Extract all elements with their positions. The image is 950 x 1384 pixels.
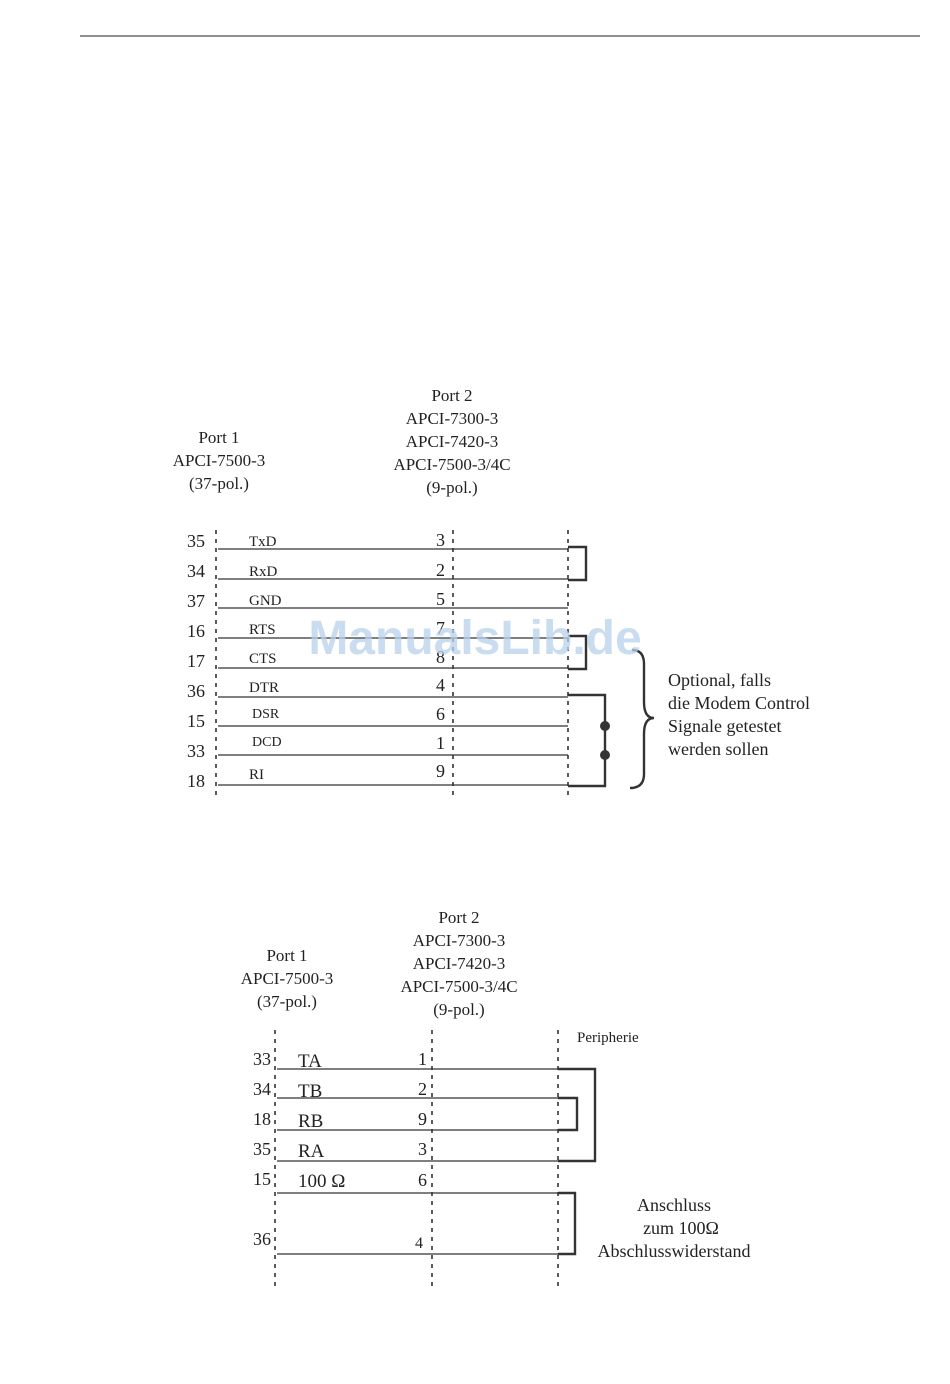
d1-pin1: 15: [187, 711, 205, 731]
d1-signal: RI: [249, 767, 264, 783]
d1-junction-dot: [600, 750, 610, 760]
d2-pin1: 35: [253, 1139, 271, 1159]
d2-pin1: 34: [253, 1079, 271, 1099]
d1-pin1: 34: [187, 561, 205, 581]
d1-pin2: 2: [436, 560, 445, 580]
d2-signal: TA: [298, 1051, 322, 1072]
d1-pin2: 4: [436, 675, 445, 695]
d2-peripherie-label: Peripherie: [577, 1030, 639, 1046]
d1-junction-dot: [600, 721, 610, 731]
d1-pin2: 5: [436, 589, 445, 609]
d1-signal: DSR: [252, 707, 280, 722]
diagram-1: Port 1 APCI-7500-3 (37-pol.) Port 2 APCI…: [173, 386, 810, 796]
d2-bracket-termination: [558, 1191, 577, 1256]
d2-pin1: 18: [253, 1109, 271, 1129]
d2-pin2: 4: [415, 1235, 423, 1252]
d1-port2-pins: (9-pol.): [426, 478, 477, 497]
d1-note-line: die Modem Control: [668, 693, 810, 713]
d1-pin1: 33: [187, 741, 205, 761]
d1-pin2: 6: [436, 704, 445, 724]
d2-note-line: zum 100Ω: [643, 1218, 719, 1238]
d2-pin2: 3: [418, 1139, 427, 1159]
d1-note-line: Signale getestet: [668, 716, 781, 736]
d2-port2-model-c: APCI-7500-3/4C: [400, 977, 517, 996]
d1-pin1: 16: [187, 621, 205, 641]
d1-note-line: werden sollen: [668, 739, 768, 759]
d2-port2-model-b: APCI-7420-3: [413, 954, 506, 973]
d1-note-line: Optional, falls: [668, 670, 771, 690]
d1-pin2: 7: [436, 618, 445, 638]
d1-pin1: 37: [187, 591, 205, 611]
d2-port2-title: Port 2: [438, 908, 479, 927]
d1-loopback-txd-rxd: [568, 545, 588, 582]
d2-note-line: Anschluss: [637, 1195, 711, 1215]
d2-note-line: Abschlusswiderstand: [598, 1241, 751, 1261]
d1-signal: DTR: [249, 680, 279, 696]
d1-loopback-rts-cts: [568, 634, 588, 671]
d2-signal: 100 Ω: [298, 1171, 345, 1192]
d2-pin2: 6: [418, 1170, 427, 1190]
d1-pin2: 1: [436, 733, 445, 753]
d1-pin1: 35: [187, 531, 205, 551]
d2-signal: TB: [298, 1081, 322, 1102]
d1-signal: RTS: [249, 622, 276, 638]
d1-port1-model: APCI-7500-3: [173, 451, 266, 470]
d1-pin1: 36: [187, 681, 205, 701]
d2-pin2: 1: [418, 1049, 427, 1069]
d2-signal: RB: [298, 1111, 323, 1132]
watermark-text: ManualsLib.de: [308, 612, 641, 665]
d1-port2-title: Port 2: [431, 386, 472, 405]
d2-port2-pins: (9-pol.): [433, 1000, 484, 1019]
d1-pin1: 17: [187, 651, 205, 671]
d1-loopback-dtr-group: [568, 693, 607, 788]
d2-port1-pins: (37-pol.): [257, 992, 317, 1011]
d1-pin2: 9: [436, 761, 445, 781]
d2-port1-model: APCI-7500-3: [241, 969, 334, 988]
d1-signal: GND: [249, 593, 282, 609]
d1-signal: DCD: [252, 735, 282, 750]
d2-bracket-tb-rb: [558, 1096, 579, 1132]
d1-port2-model-c: APCI-7500-3/4C: [393, 455, 510, 474]
d1-pin2: 8: [436, 647, 445, 667]
d1-signal: RxD: [249, 564, 278, 580]
d1-signal: TxD: [249, 534, 277, 550]
d2-pin1: 36: [253, 1229, 271, 1249]
diagram-2: Port 1 APCI-7500-3 (37-pol.) Port 2 APCI…: [241, 908, 751, 1290]
d1-port2-model-a: APCI-7300-3: [406, 409, 499, 428]
d2-bracket-ta-ra: [558, 1067, 597, 1163]
d2-signal: RA: [298, 1141, 325, 1162]
d2-port2-model-a: APCI-7300-3: [413, 931, 506, 950]
d1-port2-model-b: APCI-7420-3: [406, 432, 499, 451]
d2-pin2: 2: [418, 1079, 427, 1099]
d1-port1-pins: (37-pol.): [189, 474, 249, 493]
d1-signal: CTS: [249, 651, 277, 667]
d1-curly-brace: [629, 648, 655, 790]
d1-pin1: 18: [187, 771, 205, 791]
d1-pin2: 3: [436, 530, 445, 550]
d2-pin2: 9: [418, 1109, 427, 1129]
d2-pin1: 15: [253, 1169, 271, 1189]
d2-pin1: 33: [253, 1049, 271, 1069]
d1-port1-title: Port 1: [198, 428, 239, 447]
d2-port1-title: Port 1: [266, 946, 307, 965]
